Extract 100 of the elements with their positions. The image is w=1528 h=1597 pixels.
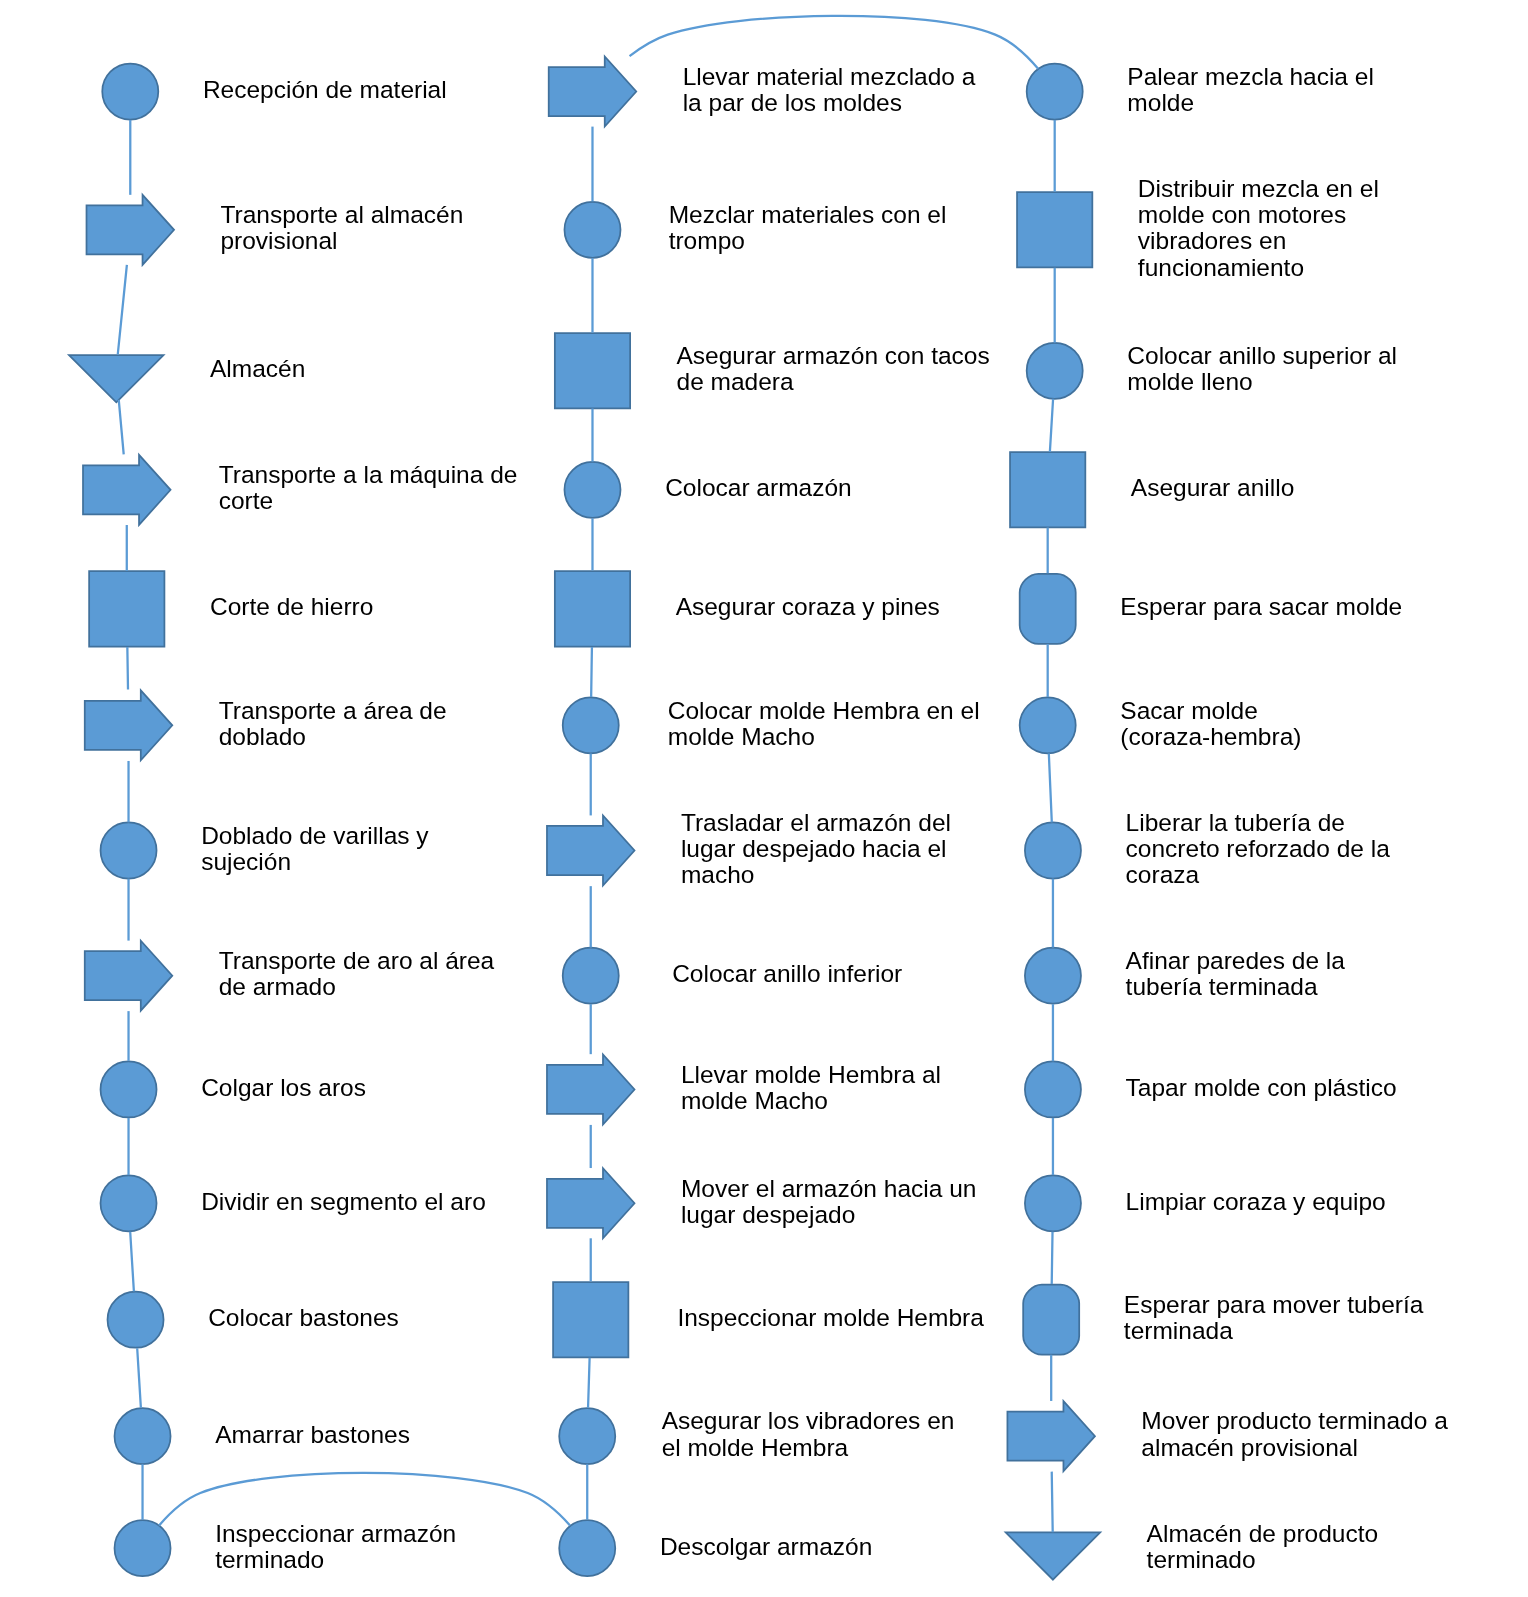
node-triangle [1003,1531,1102,1581]
node-label: Dividir en segmento el aro [200,1187,486,1215]
node-triangle [66,354,166,404]
connector [628,14,1039,70]
node-label: Colocar armazón [664,474,852,502]
connector [585,1464,588,1520]
node-circle [1023,1174,1082,1233]
node-square [553,332,631,410]
node-circle [561,696,620,755]
node-label: Descolgar armazón [659,1532,872,1560]
connector [589,753,592,816]
node-circle [113,1519,171,1578]
node-label: Almacén [209,355,305,383]
connector [128,1231,135,1292]
node-label: Mover el armazón hacia un lugar despejado [680,1174,976,1228]
connector [1053,267,1056,343]
node-circle [100,62,159,121]
node-label: Llevar material mezclado a la par de los moldes [682,62,975,117]
connector [126,878,130,941]
node-label: Asegurar armazón con tacos de madera [676,342,990,396]
node-arrow [545,1052,636,1127]
connector [1046,643,1049,697]
connector [116,264,128,355]
connector [126,1011,130,1061]
node-circle [563,200,621,259]
node-square [1015,191,1093,269]
node-label: Esperar para mover tubería terminada [1123,1291,1423,1345]
node-delay [1021,1283,1080,1356]
node-square [87,570,165,648]
node-circle [563,460,621,519]
connector [125,525,128,571]
node-circle [557,1407,616,1466]
connector [126,760,130,823]
node-circle [557,1519,616,1578]
connector [590,126,594,202]
node-circle [1023,946,1082,1005]
connector [1046,527,1049,574]
node-label: Doblado de varillas y sujeción [200,821,429,876]
connector [1050,1231,1054,1285]
node-label: Tapar molde con plástico [1125,1073,1397,1101]
node-square [1008,451,1086,529]
node-label: Llevar molde Hembra al molde Macho [680,1060,941,1115]
node-label: Limpiar coraza y equipo [1125,1187,1386,1215]
node-label: Colocar bastones [207,1304,399,1332]
node-label: Colgar los aros [200,1073,366,1101]
node-label: Inspeccionar armazón terminado [214,1519,456,1573]
node-label: Mover producto terminado a almacén provisional [1140,1407,1448,1461]
connector [1053,119,1056,192]
connector [140,1464,144,1520]
connector [590,518,594,571]
connector [589,1124,592,1169]
node-arrow [545,813,636,888]
connector [590,258,594,333]
connector [126,1117,130,1176]
node-label: Asegurar coraza y pines [675,593,940,621]
connector [589,1004,592,1055]
node-circle [113,1407,171,1466]
node-arrow [83,938,173,1013]
node-square [553,570,631,648]
connector [589,886,592,948]
node-label: Sacar molde (coraza-hembra) [1119,696,1301,750]
node-circle [561,946,620,1005]
connector [125,646,129,690]
node-label: Amarrar bastones [214,1420,410,1448]
node-label: Almacén de producto terminado [1146,1519,1378,1573]
node-circle [106,1290,164,1349]
connector [1051,1004,1054,1062]
node-label: Liberar la tubería de concreto reforzado de la coraza [1125,808,1390,889]
connector [1049,1354,1052,1401]
connector [590,408,594,462]
connector [1051,878,1054,948]
connector [135,1348,142,1408]
connector [589,1238,592,1282]
connector [589,646,593,697]
node-circle [1023,821,1082,880]
node-circle [99,1060,157,1119]
node-circle [1025,62,1084,121]
node-circle [1025,341,1084,400]
node-label: Esperar para sacar molde [1119,593,1402,621]
node-label: Trasladar el armazón del lugar despejado hacia el macho [680,808,951,889]
node-label: Recepción de material [202,76,447,104]
node-circle [99,821,157,880]
node-arrow [1006,1398,1096,1474]
connector [1048,398,1054,452]
node-label: Asegurar anillo [1130,474,1294,502]
node-label: Transporte al almacén provisional [219,201,463,255]
node-circle [99,1174,157,1233]
connector [1050,1471,1054,1533]
node-circle [1018,696,1077,755]
node-label: Inspeccionar molde Hembra [676,1304,984,1332]
node-circle [1023,1060,1082,1119]
node-arrow [547,54,637,129]
node-arrow [85,192,175,268]
node-label: Transporte a área de doblado [218,696,447,750]
node-square [551,1281,629,1359]
node-label: Corte de hierro [209,593,373,621]
connector [586,1357,591,1408]
node-label: Colocar anillo inferior [671,960,902,988]
connector [128,119,131,195]
node-label: Transporte a la máquina de corte [218,461,517,515]
